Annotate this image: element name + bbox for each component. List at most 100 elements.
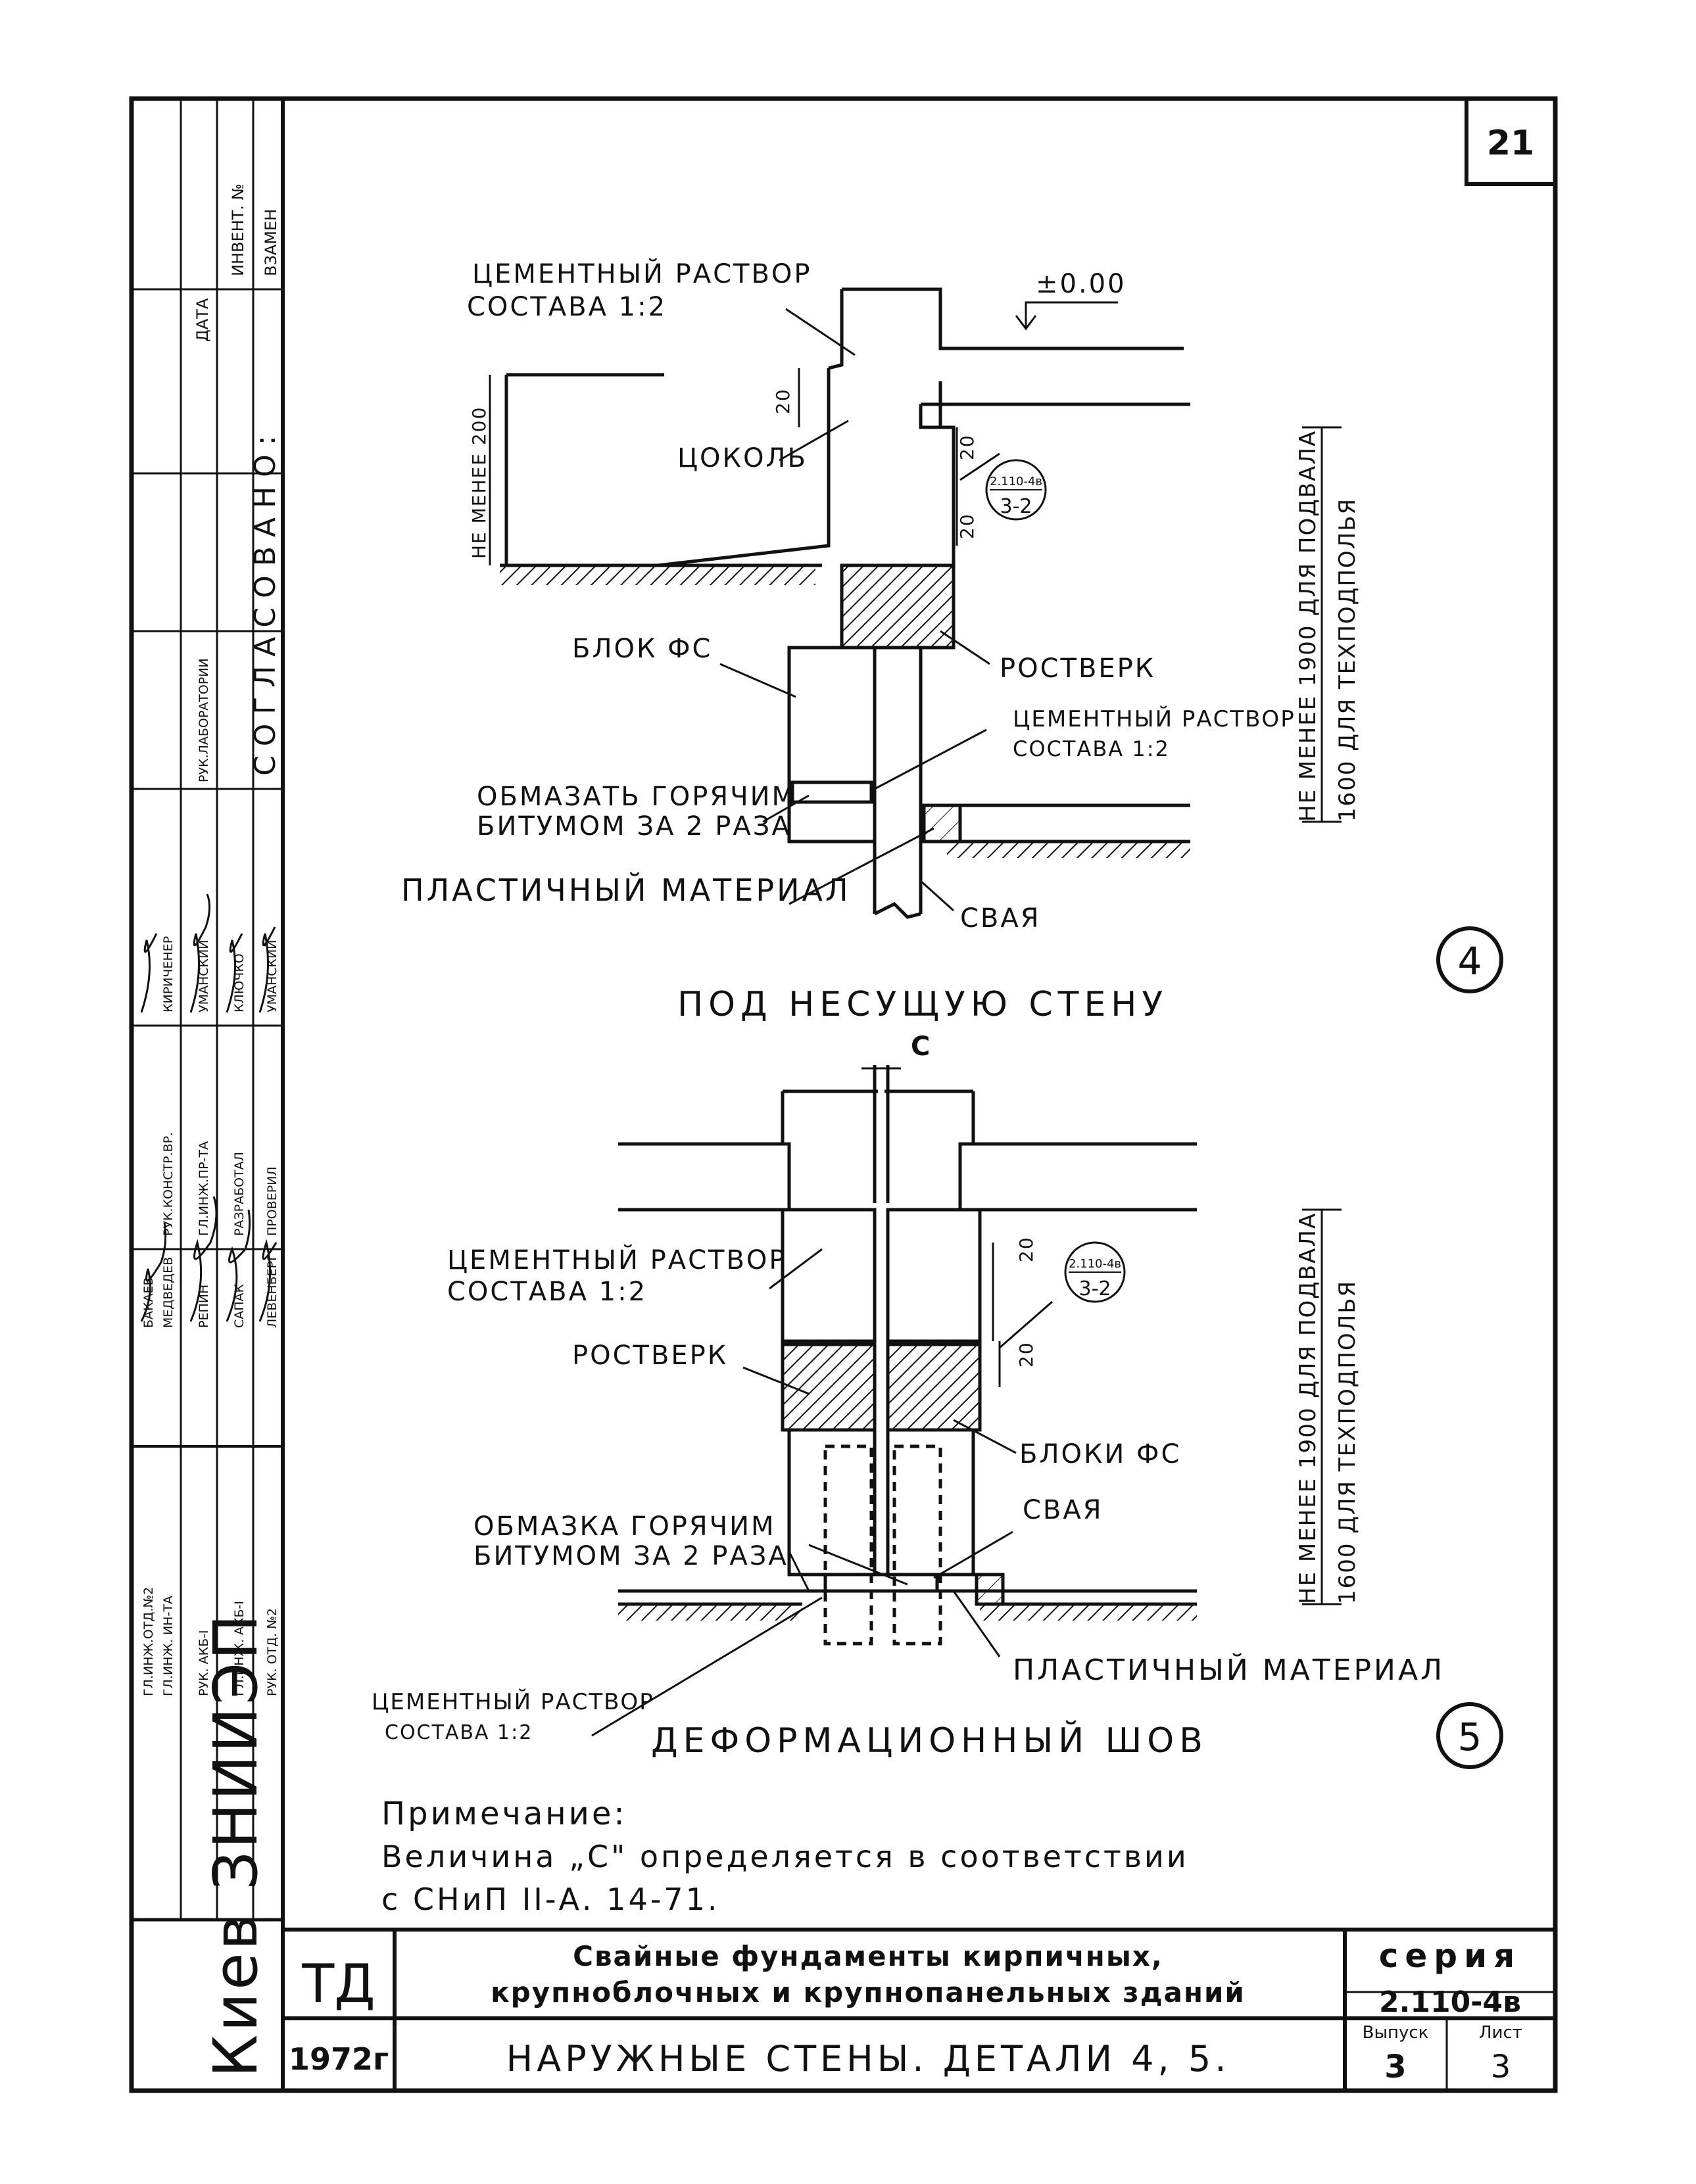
title-subtitle: НАРУЖНЫЕ СТЕНЫ. ДЕТАЛИ 4, 5. — [506, 2038, 1230, 2079]
sheet-label: Лист — [1479, 2023, 1522, 2043]
d5-blocks-label: БЛОКИ ФС — [1019, 1439, 1181, 1469]
d5-detail-circle — [1436, 1702, 1503, 1769]
detail-4-drawing — [489, 287, 1342, 919]
sheet-number-box: 21 — [1465, 97, 1557, 186]
sheet-value: 3 — [1491, 2049, 1511, 2085]
issue-label: Выпуск — [1363, 2023, 1429, 2043]
d4-min-height: НЕ МЕНЕЕ 200 — [468, 406, 490, 559]
stamp-date-label: ДАТА — [193, 298, 212, 342]
stamp-row-4-name: ЛЕВЕНБЕРГ — [265, 1253, 279, 1328]
stamp-row-3-name: САПАК — [232, 1283, 247, 1328]
d4-grillage-label: РОСТВЕРК — [1000, 653, 1155, 684]
detail-5-drawing — [591, 1065, 1342, 1737]
d4-pile-label: СВАЯ — [960, 903, 1041, 934]
title-year: 1972г — [289, 2041, 389, 2077]
d4-ref-top: 2.110-4в — [990, 475, 1042, 488]
d5-gap-label: С — [911, 1032, 930, 1062]
stamp-row-1-position: ГЛ.ИНЖ. ИН-ТА — [161, 1596, 176, 1696]
sheet-frame — [129, 96, 1558, 2093]
stamp-row-1-name2: КИРИЧЕНЕР — [161, 936, 176, 1012]
series-value: 2.110-4в — [1379, 1985, 1521, 2019]
series-label: серия — [1379, 1937, 1521, 1975]
title-line-2: крупноблочных и крупнопанельных зданий — [491, 1976, 1246, 2008]
d5-title: ДЕФОРМАЦИОННЫЙ ШОВ — [651, 1721, 1208, 1761]
title-line-1: Свайные фундаменты кирпичных, — [573, 1940, 1163, 1972]
d4-detail-circle — [1436, 926, 1503, 993]
detail5-grillage-right — [886, 1342, 982, 1432]
d4-mortar-label-1: ЦЕМЕНТНЫЙ РАСТВОР — [472, 258, 812, 289]
detail4-plastic-material — [922, 803, 962, 843]
d5-mortar2-label-1: ЦЕМЕНТНЫЙ РАСТВОР — [372, 1688, 654, 1715]
stamp-inv-label: ИНВЕНТ. № — [229, 183, 247, 276]
title-block: ТД 1972г Свайные фундаменты кирпичных, к… — [289, 1937, 1522, 2085]
detail5-grillage-left — [781, 1342, 877, 1432]
stamp-row-2-position: РУК. АКБ-I — [197, 1630, 211, 1696]
stamp-org: Киев ЗНИИЭП — [201, 1612, 271, 2077]
d5-bitumen-label-1: ОБМАЗКА ГОРЯЧИМ — [473, 1511, 776, 1542]
d5-depth-line-1: НЕ МЕНЕЕ 1900 ДЛЯ ПОДВАЛА — [1295, 1212, 1321, 1604]
d5-mortar2-label-2: СОСТАВА 1:2 — [385, 1721, 533, 1744]
d4-title: ПОД НЕСУЩУЮ СТЕНУ — [677, 985, 1168, 1024]
d5-dim-20-b: 20 — [1015, 1341, 1037, 1367]
d4-plinth-label: ЦОКОЛЬ — [677, 443, 808, 473]
detail4-ground-hatch-left — [500, 565, 815, 585]
d4-depth-line-1: НЕ МЕНЕЕ 1900 ДЛЯ ПОДВАЛА — [1295, 430, 1321, 822]
d5-mortar-label-1: ЦЕМЕНТНЫЙ РАСТВОР — [447, 1244, 787, 1275]
title-block-frame — [283, 1928, 1555, 2091]
signatures — [140, 893, 278, 1322]
detail4-block-fs — [787, 646, 877, 843]
d5-bitumen-label-2: БИТУМОМ ЗА 2 РАЗА — [473, 1541, 788, 1571]
d5-mortar-label-2: СОСТАВА 1:2 — [447, 1277, 647, 1307]
d4-dim-20-top: 20 — [772, 388, 794, 414]
note-heading: Примечание: — [381, 1795, 627, 1832]
stamp-row-3-position2: РАЗРАБОТАЛ — [232, 1152, 247, 1236]
stamp-row-5-position: ГЛ.ИНЖ.ОТД.№2 — [141, 1587, 156, 1696]
side-stamp — [132, 99, 283, 1922]
title-code: ТД — [301, 1953, 375, 2014]
detail-5-labels: С ЦЕМЕНТНЫЙ РАСТВОР СОСТАВА 1:2 20 20 2.… — [372, 1032, 1503, 1769]
stamp-header: СОГЛАСОВАНО: — [249, 426, 282, 776]
d5-plastic-label: ПЛАСТИЧНЫЙ МАТЕРИАЛ — [1013, 1652, 1445, 1687]
stamp-row-4-position: РУК. ОТД. №2 — [265, 1608, 279, 1696]
sheet-number: 21 — [1487, 124, 1534, 163]
d5-grillage-label: РОСТВЕРК — [572, 1341, 728, 1371]
d5-pile-label: СВАЯ — [1023, 1495, 1103, 1525]
d5-depth-line-2: 1600 ДЛЯ ТЕХПОДПОЛЬЯ — [1334, 1280, 1361, 1604]
stamp-row-1-name: МЕДВЕДЕВ — [161, 1257, 176, 1328]
detail5-block-right — [886, 1428, 975, 1577]
side-stamp-texts: СОГЛАСОВАНО: ДАТА ИНВЕНТ. № ВЗАМЕН РУК.Л… — [141, 183, 282, 2077]
d4-dim-20-b: 20 — [956, 513, 978, 539]
stamp-row-4-position2: ПРОВЕРИЛ — [265, 1166, 279, 1236]
note-line-2: с СНиП II-А. 14-71. — [381, 1882, 719, 1917]
stamp-row-2-position2: ГЛ.ИНЖ.ПР-ТА — [197, 1141, 211, 1236]
d4-mortar2-label-2: СОСТАВА 1:2 — [1013, 736, 1170, 761]
stamp-row-3-position: ГЛ.ИНЖ. АКБ-I — [232, 1601, 247, 1696]
d4-detail-number: 4 — [1458, 939, 1482, 984]
detail5-plastic-material — [975, 1573, 1005, 1606]
d4-dim-20-a: 20 — [956, 434, 978, 460]
d4-depth-line-2: 1600 ДЛЯ ТЕХПОДПОЛЬЯ — [1334, 498, 1361, 822]
stamp-vzamen-label: ВЗАМЕН — [262, 209, 280, 276]
d5-detail-number: 5 — [1458, 1715, 1482, 1759]
detail5-block-left — [787, 1428, 877, 1577]
d5-ref-top: 2.110-4в — [1069, 1257, 1121, 1271]
d4-ref-bottom: 3-2 — [1000, 495, 1032, 518]
d4-bitumen-label-1: ОБМАЗАТЬ ГОРЯЧИМ — [477, 782, 796, 812]
d5-ref-bottom: 3-2 — [1079, 1277, 1111, 1300]
d4-mortar2-label-1: ЦЕМЕНТНЫЙ РАСТВОР — [1013, 705, 1296, 732]
d4-plastic-label: ПЛАСТИЧНЫЙ МАТЕРИАЛ — [401, 872, 851, 908]
d4-block-label: БЛОК ФС — [572, 634, 712, 664]
d5-ref-circle — [1064, 1241, 1126, 1303]
note-line-1: Величина „С" определяется в соответствии — [381, 1839, 1189, 1874]
detail4-grillage — [840, 563, 956, 650]
d4-bitumen-label-2: БИТУМОМ ЗА 2 РАЗА — [477, 811, 792, 842]
d4-mortar-label-2: СОСТАВА 1:2 — [467, 292, 667, 322]
stamp-row-2-name: РЕПИН — [197, 1285, 211, 1328]
d4-ref-circle — [985, 459, 1047, 521]
detail-4-labels: ЦЕМЕНТНЫЙ РАСТВОР СОСТАВА 1:2 ±0.00 20 Ц… — [401, 258, 1503, 1024]
d4-level: ±0.00 — [1036, 269, 1127, 299]
stamp-row-1-position2: РУК.КОНСТР.ВР. — [161, 1132, 176, 1236]
issue-value: 3 — [1384, 2049, 1406, 2085]
stamp-lab-head: РУК.ЛАБОРАТОРИИ — [197, 658, 211, 782]
